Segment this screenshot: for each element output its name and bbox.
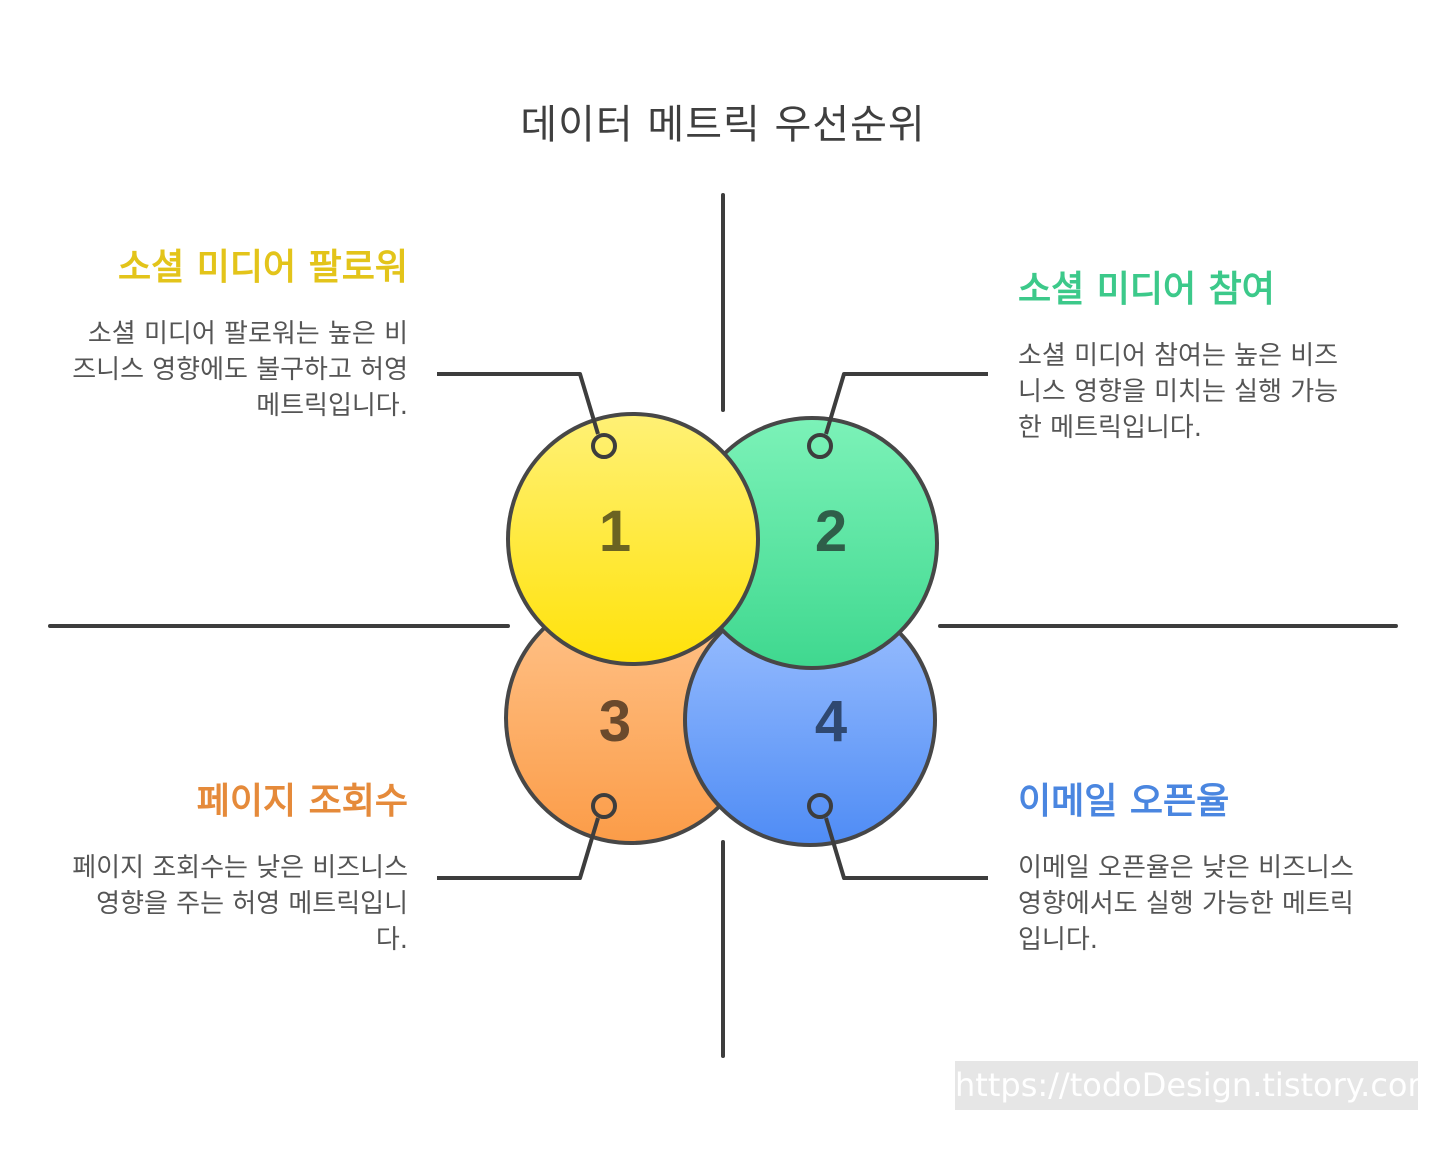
- page-title: 데이터 메트릭 우선순위: [520, 102, 926, 148]
- metric-description-4: 이메일 오픈율은 낮은 비즈니스 영향에서도 실행 가능한 메트릭입니다.: [1018, 853, 1354, 955]
- connector-2: [824, 372, 988, 435]
- connector-4-dot: [807, 793, 833, 819]
- connector-2-dot: [807, 433, 833, 459]
- metric-description-1: 소셜 미디어 팔로워는 높은 비즈니스 영향에도 불구하고 허영 메트릭입니다.: [72, 319, 408, 421]
- circle-3-number: 3: [599, 689, 631, 754]
- connector-4: [824, 817, 988, 880]
- quadrant-dividers: [48, 193, 1398, 1058]
- connector-3: [437, 817, 600, 880]
- circle-1-number: 1: [599, 499, 631, 564]
- circle-2-number: 2: [815, 499, 847, 564]
- metric-block-2: 소셜 미디어 참여 소셜 미디어 참여는 높은 비즈니스 영향을 미치는 실행 …: [1018, 266, 1358, 446]
- connector-1: [437, 372, 600, 435]
- metric-block-3: 페이지 조회수 페이지 조회수는 낮은 비즈니스 영향을 주는 허영 메트릭입니…: [68, 778, 408, 958]
- circle-4-number: 4: [815, 689, 847, 754]
- metric-heading-2: 소셜 미디어 참여: [1018, 269, 1275, 310]
- connector-3-dot: [591, 793, 617, 819]
- metric-heading-4: 이메일 오픈율: [1018, 781, 1230, 822]
- watermark: https://todoDesign.tistory.com: [955, 1061, 1418, 1110]
- metric-block-1: 소셜 미디어 팔로워 소셜 미디어 팔로워는 높은 비즈니스 영향에도 불구하고…: [68, 244, 408, 424]
- metric-description-3: 페이지 조회수는 낮은 비즈니스 영향을 주는 허영 메트릭입니다.: [72, 853, 408, 955]
- circle-1: [506, 412, 760, 666]
- metric-description-2: 소셜 미디어 참여는 높은 비즈니스 영향을 미치는 실행 가능한 메트릭입니다…: [1018, 341, 1339, 443]
- metric-heading-1: 소셜 미디어 팔로워: [117, 247, 408, 288]
- metric-block-4: 이메일 오픈율 이메일 오픈율은 낮은 비즈니스 영향에서도 실행 가능한 메트…: [1018, 778, 1358, 958]
- metric-heading-3: 페이지 조회수: [196, 781, 408, 822]
- connector-1-dot: [591, 433, 617, 459]
